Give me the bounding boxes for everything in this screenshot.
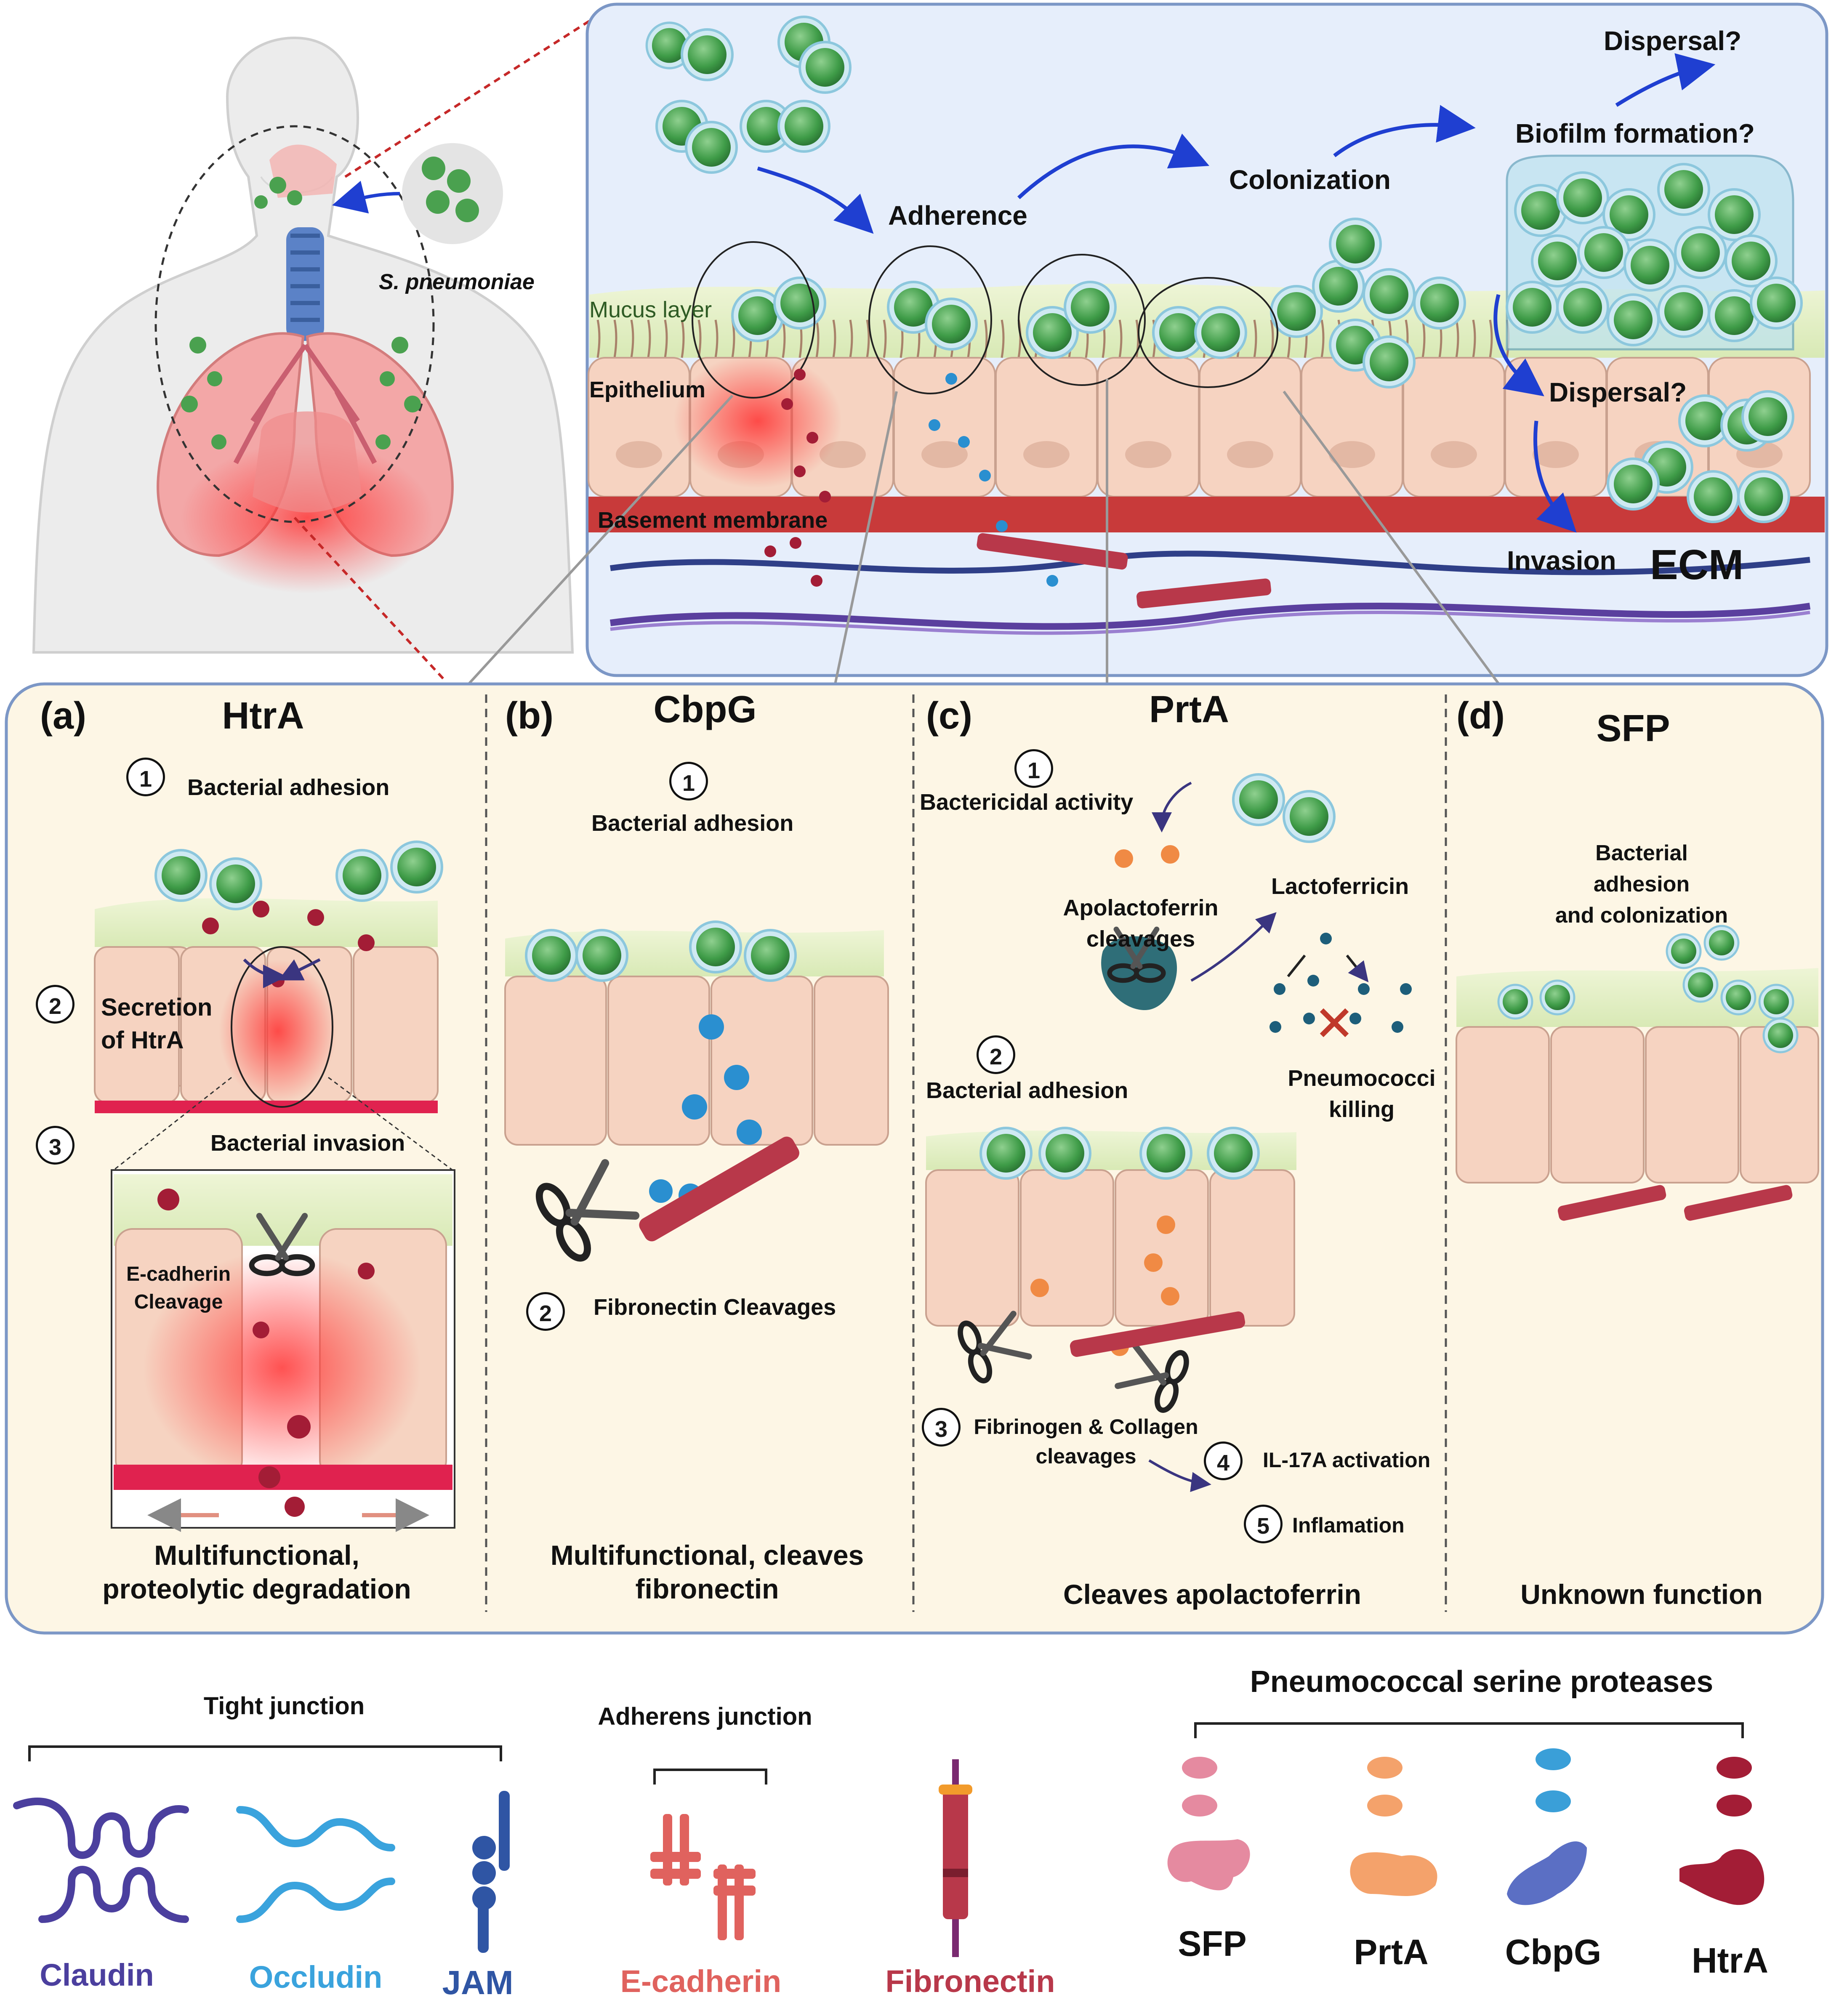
panel-a-step3-text: Bacterial invasion — [210, 1130, 405, 1156]
panel-b-letter: (b) — [505, 695, 554, 737]
adherens-junction-label: Adherens junction — [598, 1703, 812, 1730]
jam-label: JAM — [442, 1964, 514, 2001]
panel-d-title: SFP — [1596, 707, 1670, 750]
mucus-layer-label: Mucus layer — [589, 297, 712, 322]
protease-htra-label: HtrA — [1692, 1941, 1768, 1980]
panel-c-step2-number: 2 — [977, 1035, 1015, 1074]
panel-b-step1-text: Bacterial adhesion — [591, 811, 794, 836]
panel-a-step2-text: Secretion of HtrA — [101, 994, 213, 1054]
top-scene — [411, 3, 1828, 747]
panel-c-step1-number: 1 — [1014, 749, 1053, 788]
epithelium-label: Epithelium — [589, 377, 706, 402]
panel-c-art — [925, 774, 1412, 1492]
ecadherin-label: E-cadherin — [620, 1964, 782, 1999]
sfp-legend-icon — [1167, 1757, 1250, 1891]
panel-a-letter: (a) — [40, 695, 86, 737]
panels-box — [5, 682, 1824, 1635]
dispersal-top-label: Dispersal? — [1604, 26, 1742, 56]
panel-a-title: HtrA — [222, 695, 304, 737]
htra-legend-icon — [1679, 1757, 1764, 1905]
fibronectin-label: Fibronectin — [885, 1964, 1055, 1999]
panel-a-step2-number: 2 — [36, 985, 75, 1024]
panel-a-inset-label: E-cadherin Cleavage — [126, 1263, 231, 1313]
panel-c-summary: Cleaves apolactoferrin — [1063, 1579, 1361, 1610]
tight-junction-label: Tight junction — [203, 1692, 365, 1720]
pneumococci-killing-label: Pneumococci killing — [1288, 1066, 1436, 1122]
proteases-title: Pneumococcal serine proteases — [1250, 1665, 1714, 1699]
panel-a-step3-number: 3 — [36, 1126, 75, 1165]
biofilm-label: Biofilm formation? — [1515, 118, 1755, 149]
panel-a-step1-text: Bacterial adhesion — [187, 775, 390, 800]
panel-a-summary: Multifunctional, proteolytic degradation — [102, 1540, 411, 1604]
invasion-label: Invasion — [1507, 545, 1616, 576]
adherence-label: Adherence — [888, 200, 1027, 231]
panel-d-letter: (d) — [1456, 695, 1505, 737]
human-figure — [32, 36, 574, 654]
panel-a-art — [94, 842, 455, 1532]
panel-b-step2-text: Fibronectin Cleavages — [593, 1295, 836, 1320]
panel-c-step4-number: 4 — [1204, 1442, 1243, 1480]
panel-c-step1-text: Bactericidal activity — [920, 790, 1134, 815]
panel-c-title: PrtA — [1149, 689, 1230, 731]
protease-prta-label: PrtA — [1354, 1932, 1429, 1972]
cbpg-legend-icon — [1507, 1748, 1587, 1905]
pathogen-label: S. pneumoniae — [379, 270, 535, 294]
protease-sfp-label: SFP — [1178, 1924, 1247, 1963]
panel-c-step4-text: IL-17A activation — [1263, 1448, 1431, 1472]
protease-cbpg-label: CbpG — [1505, 1932, 1602, 1972]
panel-c-letter: (c) — [926, 695, 972, 737]
panel-c-step3-number: 3 — [922, 1408, 961, 1447]
ecadherin-icon — [650, 1814, 756, 1940]
panel-c-step5-number: 5 — [1244, 1505, 1283, 1543]
panel-d-adhesion-label: Bacterial adhesion and colonization — [1555, 841, 1728, 928]
dispersal-mid-label: Dispersal? — [1549, 377, 1687, 407]
panel-c-step2-text: Bacterial adhesion — [926, 1078, 1128, 1103]
panel-d-summary: Unknown function — [1520, 1579, 1763, 1610]
panel-b-step2-number: 2 — [526, 1292, 565, 1331]
lactoferricin-label: Lactoferricin — [1271, 874, 1409, 899]
fibronectin-icon — [939, 1759, 972, 1957]
basement-membrane-label: Basement membrane — [598, 508, 828, 533]
ecm-label: ECM — [1650, 541, 1744, 588]
panel-b-title: CbpG — [653, 689, 757, 731]
prta-legend-icon — [1350, 1757, 1437, 1896]
jam-icon — [472, 1791, 510, 1953]
panel-c-step5-text: Inflamation — [1292, 1513, 1405, 1537]
panel-a-step1-number: 1 — [126, 758, 165, 796]
panel-d-art — [1456, 926, 1819, 1221]
colonization-label: Colonization — [1229, 165, 1391, 195]
panel-b-step1-number: 1 — [669, 762, 708, 801]
legend-art — [13, 1722, 1764, 1957]
panel-c-step3-text: Fibrinogen & Collagen cleavages — [974, 1415, 1198, 1468]
claudin-icon — [13, 1798, 189, 1923]
panel-b-art — [504, 922, 889, 1263]
fibronectin-fiber — [977, 533, 1272, 609]
apolactoferrin-label: Apolactoferrin cleavages — [1063, 895, 1219, 952]
occludin-icon — [236, 1806, 395, 1923]
occludin-label: Occludin — [249, 1960, 383, 1995]
claudin-label: Claudin — [40, 1957, 154, 1992]
panel-b-summary: Multifunctional, cleaves fibronectin — [550, 1540, 864, 1604]
